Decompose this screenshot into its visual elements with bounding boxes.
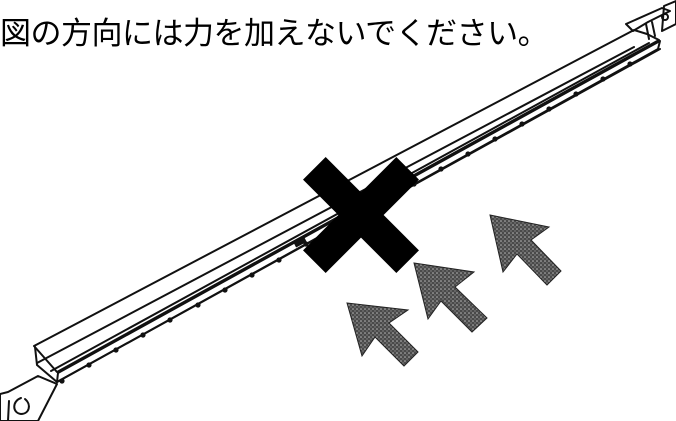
- arrow-icon: [413, 262, 488, 333]
- arrow-icon: [346, 302, 419, 367]
- arrow-icon: [489, 214, 562, 286]
- force-arrows: [346, 214, 562, 367]
- instruction-caption: 図の方向には力を加えないでください。: [0, 16, 549, 52]
- cross-x-icon: [303, 157, 419, 273]
